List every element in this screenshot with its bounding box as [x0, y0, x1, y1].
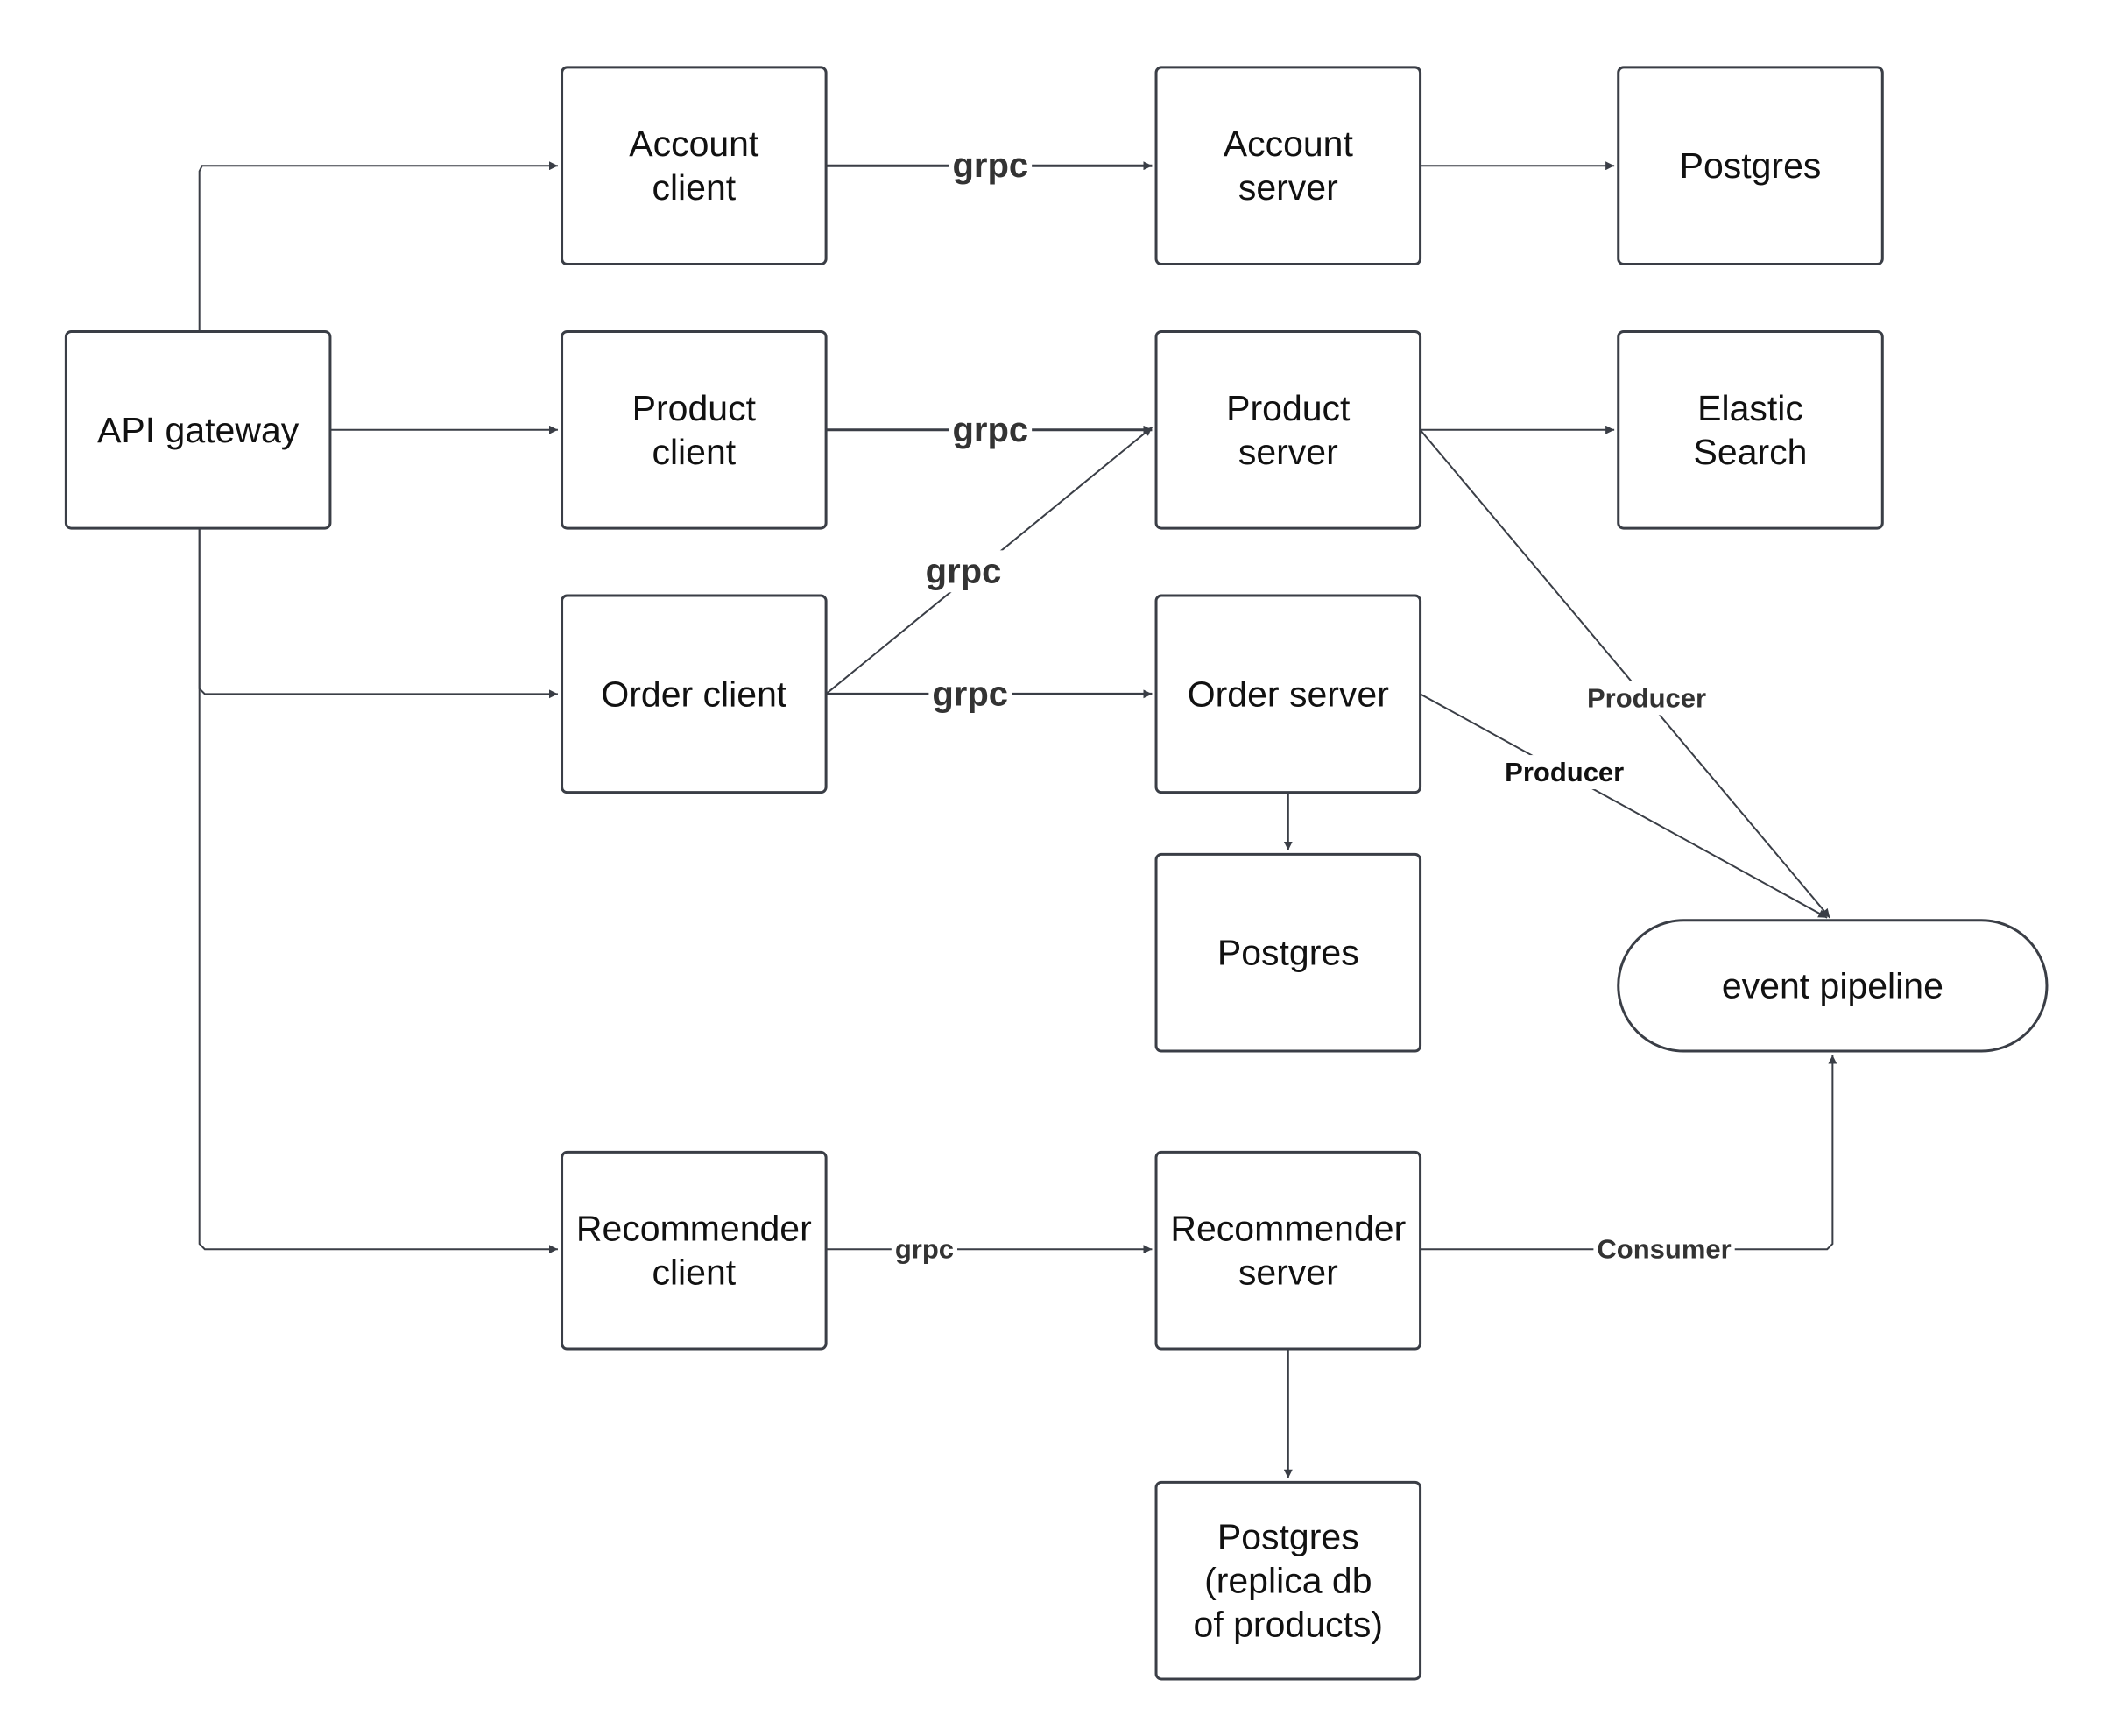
node-label: Postgres	[1680, 145, 1822, 186]
edge-label-text: Consumer	[1597, 1234, 1731, 1265]
node-label: Search	[1694, 432, 1808, 472]
node-label: server	[1238, 432, 1338, 472]
edge-label-text: Producer	[1587, 682, 1706, 713]
node-label: of products)	[1194, 1605, 1384, 1645]
node-label: event pipeline	[1722, 965, 1943, 1006]
node-label: API gateway	[97, 410, 300, 450]
edge-label-product-grpc: grpc	[949, 408, 1033, 451]
edge-gateway-to-order-client	[198, 528, 558, 699]
node-box	[1617, 66, 1884, 266]
node-box	[1617, 919, 2049, 1053]
node-box	[1617, 329, 1884, 530]
node-label: Postgres	[1217, 1517, 1359, 1557]
node-box	[561, 594, 828, 794]
edge-product-server-to-pipeline	[1419, 429, 1831, 919]
node-api-gateway: API gateway	[64, 329, 332, 530]
edge-label-text: grpc	[952, 146, 1028, 185]
node-order-server: Order server	[1154, 594, 1422, 794]
edge-label-background	[928, 673, 1012, 716]
node-event-pipeline: event pipeline	[1617, 919, 2049, 1053]
node-label: client	[652, 432, 736, 472]
node-label: Order client	[601, 674, 787, 714]
edge-order-server-to-pipeline	[1420, 693, 1828, 919]
edge-label-product-producer: Producer	[1583, 681, 1711, 716]
node-box	[1154, 1480, 1422, 1681]
edge-label-background	[891, 1231, 958, 1267]
edge-label-background	[1583, 681, 1711, 716]
edge-label-order-producer: Producer	[1501, 755, 1628, 790]
edge-label-background	[1593, 1231, 1735, 1267]
edge-gateway-to-account-client	[198, 161, 558, 332]
node-box	[1154, 1150, 1422, 1351]
edge-label-text: grpc	[895, 1234, 954, 1265]
edge-label-background	[949, 408, 1033, 451]
node-box	[1154, 852, 1422, 1053]
node-box	[561, 66, 828, 266]
edge-label-text: grpc	[926, 552, 1002, 590]
edge-label-recommender-grpc: grpc	[891, 1231, 958, 1267]
node-label: Recommender	[1170, 1209, 1406, 1249]
edge-label-recommender-consumer: Consumer	[1593, 1231, 1735, 1267]
node-label: Postgres	[1217, 933, 1359, 973]
edge-label-text: Producer	[1505, 757, 1624, 787]
node-label: Account	[1224, 123, 1354, 164]
node-postgres-order: Postgres	[1154, 852, 1422, 1053]
edge-label-text: grpc	[952, 411, 1028, 449]
node-label: (replica db	[1204, 1561, 1372, 1601]
node-label: Recommender	[576, 1209, 812, 1249]
node-label: Account	[629, 123, 759, 164]
node-box	[64, 329, 332, 530]
edge-label-account-grpc: grpc	[949, 145, 1033, 187]
edge-label-background	[949, 145, 1033, 187]
node-label: server	[1238, 1253, 1338, 1293]
node-label: server	[1238, 167, 1338, 208]
node-label: Product	[1226, 388, 1351, 428]
node-label: Product	[632, 388, 757, 428]
node-label: client	[652, 1253, 736, 1293]
edge-recommender-server-to-pipeline	[1420, 1055, 1837, 1251]
node-postgres-account: Postgres	[1617, 66, 1884, 266]
node-label: Elastic	[1697, 388, 1803, 428]
node-box	[1154, 66, 1422, 266]
edge-label-order-product-grpc: grpc	[921, 550, 1005, 593]
node-box	[561, 329, 828, 530]
node-box	[1154, 329, 1422, 530]
node-box	[1154, 594, 1422, 794]
edge-label-background	[921, 550, 1005, 593]
edge-gateway-to-recommender-client	[198, 528, 558, 1254]
node-label: Order server	[1188, 674, 1389, 714]
node-label: client	[652, 167, 736, 208]
node-order-client: Order client	[561, 594, 828, 794]
edge-label-order-grpc: grpc	[928, 673, 1012, 716]
node-box	[561, 1150, 828, 1351]
edge-label-background	[1501, 755, 1628, 790]
edge-label-text: grpc	[932, 674, 1008, 713]
